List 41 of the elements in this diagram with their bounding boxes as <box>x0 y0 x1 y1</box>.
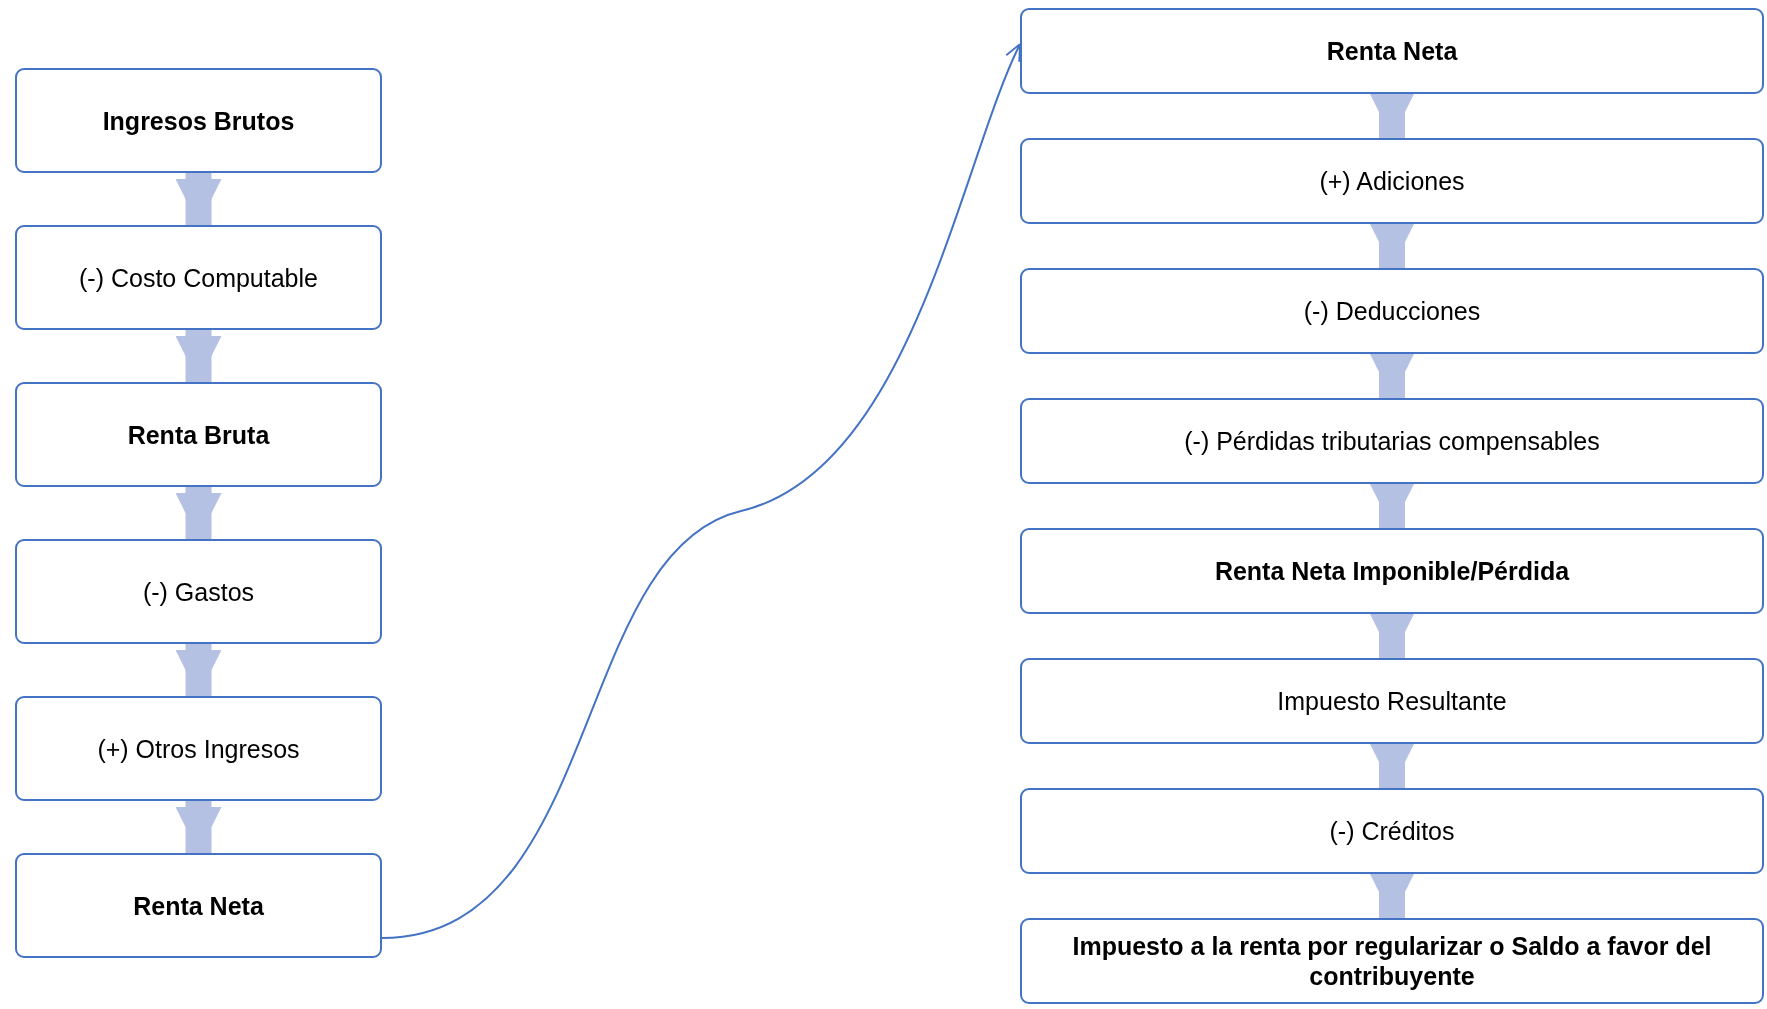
block-arrow <box>1369 222 1415 268</box>
block-arrow <box>175 173 222 225</box>
box-label: (-) Deducciones <box>1303 296 1481 326</box>
block-arrow <box>1369 742 1415 788</box>
process-box <box>15 853 382 958</box>
box-label: (-) Créditos <box>1329 816 1455 846</box>
block-arrow <box>1369 92 1415 138</box>
process-box <box>15 539 382 644</box>
block-arrow <box>175 644 222 696</box>
box-label: Renta Bruta <box>127 419 270 450</box>
box-label: Ingresos Brutos <box>102 105 295 136</box>
block-arrow <box>1369 612 1415 658</box>
box-label: Impuesto Resultante <box>1277 686 1507 716</box>
box-label: Renta Neta Imponible/Pérdida <box>1214 556 1570 586</box>
process-box <box>1020 658 1764 744</box>
process-box <box>1020 528 1764 614</box>
box-label: (-) Gastos <box>142 576 255 607</box>
block-arrow <box>175 487 222 539</box>
process-box <box>15 382 382 487</box>
process-box <box>1020 138 1764 224</box>
curved-arrow <box>381 43 1021 939</box>
process-box <box>1020 398 1764 484</box>
box-label: (-) Pérdidas tributarias compensables <box>1184 426 1600 456</box>
box-label: (+) Adiciones <box>1319 166 1465 196</box>
block-arrow <box>1369 482 1415 528</box>
process-box <box>15 225 382 330</box>
process-box <box>15 68 382 173</box>
block-arrow <box>175 330 222 382</box>
box-label: (+) Otros Ingresos <box>97 733 300 764</box>
box-label: Renta Neta <box>133 890 264 921</box>
block-arrow <box>1369 872 1415 918</box>
box-label: Renta Neta <box>1326 36 1458 66</box>
process-box <box>15 696 382 801</box>
box-label: Impuesto a la renta por regularizar o Saldo a favor del contribuyente <box>1071 931 1713 991</box>
process-box <box>1020 268 1764 354</box>
process-box <box>1020 8 1764 94</box>
block-arrow <box>1369 352 1415 398</box>
block-arrow <box>175 801 222 853</box>
process-box <box>1020 788 1764 874</box>
process-box <box>1020 918 1764 1004</box>
box-label: (-) Costo Computable <box>79 262 318 293</box>
